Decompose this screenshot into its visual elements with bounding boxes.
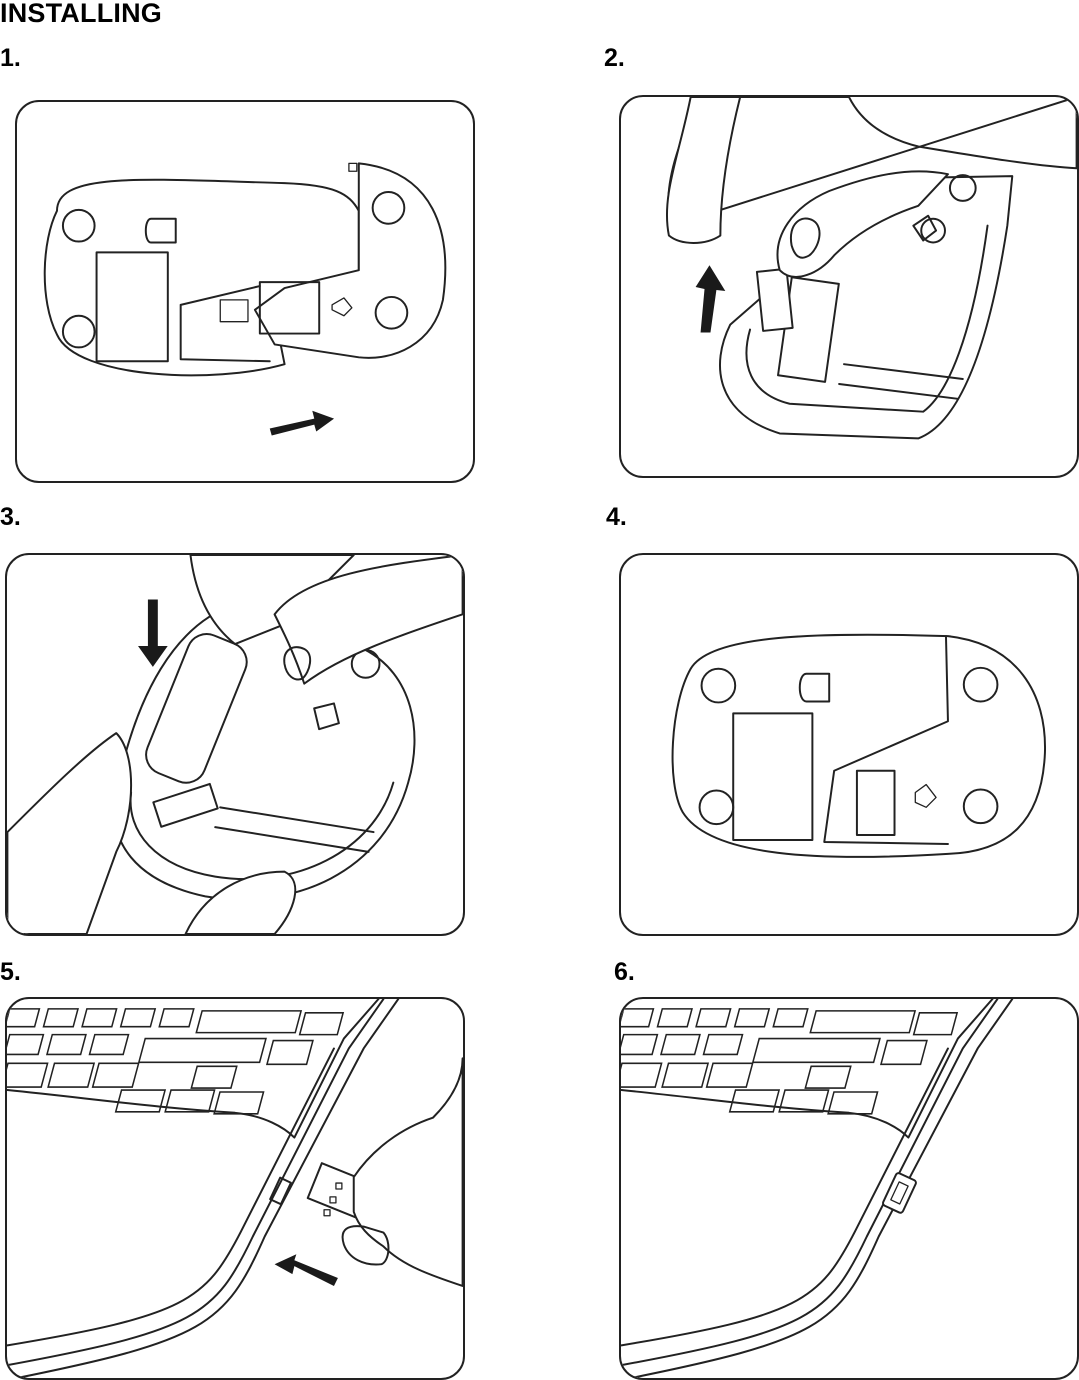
- step-3-number: 3.: [0, 503, 21, 532]
- page-title: INSTALLING: [0, 0, 162, 29]
- step-2-illustration: [619, 95, 1079, 478]
- insert-battery-icon: [7, 555, 463, 934]
- step-1-number: 1.: [0, 44, 21, 73]
- step-2-number: 2.: [604, 44, 625, 73]
- receiver-inserted-icon: [621, 999, 1077, 1378]
- step-5-number: 5.: [0, 958, 21, 987]
- mouse-cover-slide-icon: [17, 102, 473, 481]
- step-1-illustration: [15, 100, 475, 483]
- step-6-illustration: [619, 997, 1079, 1380]
- step-4-illustration: [619, 553, 1079, 936]
- mouse-closed-icon: [621, 555, 1077, 934]
- remove-receiver-icon: [621, 97, 1077, 476]
- step-5-illustration: [5, 997, 465, 1380]
- step-3-illustration: [5, 553, 465, 936]
- insert-usb-icon: [7, 999, 463, 1378]
- step-6-number: 6.: [614, 958, 635, 987]
- step-4-number: 4.: [606, 503, 627, 532]
